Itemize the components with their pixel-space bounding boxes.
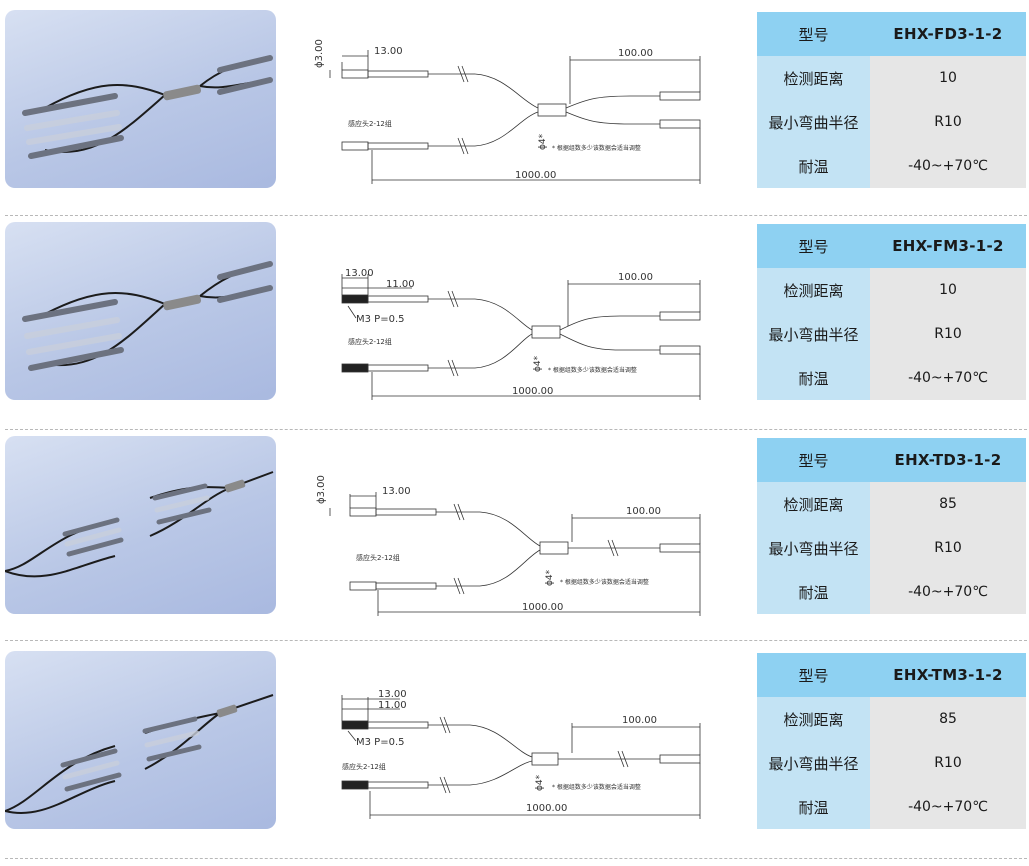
total-length-label: 1000.00: [512, 386, 553, 397]
head-note: 感应头2-12组: [356, 553, 400, 562]
product-photo: [5, 436, 276, 614]
temperature-value: -40~+70℃: [870, 144, 1026, 188]
spec-row-model: 型号 EHX-TM3-1-2: [757, 653, 1026, 697]
head-note: 感应头2-12组: [342, 762, 386, 771]
branch-length-label: 100.00: [622, 715, 657, 726]
thread-label: M3 P=0.5: [356, 737, 404, 748]
product-row-1: ϕ3.00 13.00 100.00 1000.00 感应头2-12组 ϕ4* …: [0, 0, 1029, 214]
spec-row-bend-radius: 最小弯曲半径 R10: [757, 312, 1026, 356]
product-row-3: ϕ3.00 13.00 100.00 1000.00 感应头2-12组 ϕ4* …: [0, 426, 1029, 640]
thread-length-label: 11.00: [386, 279, 415, 290]
model-label: 型号: [757, 653, 870, 697]
spec-row-distance: 检测距离 10: [757, 56, 1026, 100]
model-value: EHX-TD3-1-2: [870, 438, 1026, 482]
branch-length-label: 100.00: [618, 272, 653, 283]
head-length-label: 13.00: [378, 689, 407, 700]
model-value: EHX-FM3-1-2: [870, 224, 1026, 268]
distance-value: 10: [870, 56, 1026, 100]
spec-table: 型号 EHX-TD3-1-2 检测距离 85 最小弯曲半径 R10 耐温 -40…: [757, 438, 1026, 614]
total-length-label: 1000.00: [515, 170, 556, 181]
spec-row-temperature: 耐温 -40~+70℃: [757, 144, 1026, 188]
spec-row-model: 型号 EHX-FD3-1-2: [757, 12, 1026, 56]
drawing-note: * 根据组数多少该数据会适当调整: [552, 783, 641, 791]
temperature-value: -40~+70℃: [870, 785, 1026, 829]
row-separator: [5, 215, 1027, 216]
drawing-note: * 根据组数多少该数据会适当调整: [560, 578, 649, 586]
sleeve-diameter-label: ϕ4*: [538, 133, 548, 150]
distance-value: 10: [870, 268, 1026, 312]
row-separator: [5, 640, 1027, 641]
spec-row-temperature: 耐温 -40~+70℃: [757, 356, 1026, 400]
model-value: EHX-TM3-1-2: [870, 653, 1026, 697]
temperature-value: -40~+70℃: [870, 356, 1026, 400]
spec-row-distance: 检测距离 85: [757, 697, 1026, 741]
head-note: 感应头2-12组: [348, 337, 392, 346]
row-separator: [5, 858, 1027, 859]
spec-table: 型号 EHX-TM3-1-2 检测距离 85 最小弯曲半径 R10 耐温 -40…: [757, 653, 1026, 829]
model-value: EHX-FD3-1-2: [870, 12, 1026, 56]
spec-row-temperature: 耐温 -40~+70℃: [757, 570, 1026, 614]
bend-radius-value: R10: [870, 526, 1026, 570]
temperature-value: -40~+70℃: [870, 570, 1026, 614]
product-photo: [5, 10, 276, 188]
total-length-label: 1000.00: [522, 602, 563, 613]
product-row-4: 13.00 11.00 M3 P=0.5 100.00 1000.00 感应头2…: [0, 641, 1029, 855]
temperature-label: 耐温: [757, 144, 870, 188]
head-length-label: 13.00: [374, 46, 403, 57]
spec-row-model: 型号 EHX-TD3-1-2: [757, 438, 1026, 482]
spec-row-model: 型号 EHX-FM3-1-2: [757, 224, 1026, 268]
spec-row-bend-radius: 最小弯曲半径 R10: [757, 100, 1026, 144]
temperature-label: 耐温: [757, 570, 870, 614]
head-length-label: 13.00: [345, 268, 374, 279]
spec-row-bend-radius: 最小弯曲半径 R10: [757, 526, 1026, 570]
branch-length-label: 100.00: [626, 506, 661, 517]
distance-label: 检测距离: [757, 697, 870, 741]
spec-row-temperature: 耐温 -40~+70℃: [757, 785, 1026, 829]
distance-label: 检测距离: [757, 268, 870, 312]
bend-radius-label: 最小弯曲半径: [757, 741, 870, 785]
row-separator: [5, 429, 1027, 430]
dimension-drawing: ϕ3.00 13.00 100.00 1000.00 感应头2-12组 ϕ4* …: [314, 39, 701, 184]
spec-row-bend-radius: 最小弯曲半径 R10: [757, 741, 1026, 785]
model-label: 型号: [757, 438, 870, 482]
product-photo: [5, 651, 276, 829]
sleeve-diameter-label: ϕ4*: [545, 569, 555, 586]
dimension-drawing: 13.00 11.00 M3 P=0.5 100.00 1000.00 感应头2…: [341, 689, 701, 819]
head-length-label: 13.00: [382, 486, 411, 497]
distance-label: 检测距离: [757, 482, 870, 526]
sleeve-diameter-label: ϕ4*: [535, 774, 545, 791]
thread-label: M3 P=0.5: [356, 314, 404, 325]
distance-label: 检测距离: [757, 56, 870, 100]
model-label: 型号: [757, 224, 870, 268]
diameter-label: ϕ3.00: [314, 39, 325, 68]
temperature-label: 耐温: [757, 785, 870, 829]
bend-radius-label: 最小弯曲半径: [757, 100, 870, 144]
spec-row-distance: 检测距离 85: [757, 482, 1026, 526]
sleeve-diameter-label: ϕ4*: [533, 355, 543, 372]
spec-row-distance: 检测距离 10: [757, 268, 1026, 312]
drawing-note: * 根据组数多少该数据会适当调整: [552, 144, 641, 152]
total-length-label: 1000.00: [526, 803, 567, 814]
product-row-2: 13.00 11.00 M3 P=0.5 100.00 1000.00 感应头2…: [0, 212, 1029, 426]
bend-radius-label: 最小弯曲半径: [757, 526, 870, 570]
spec-table: 型号 EHX-FD3-1-2 检测距离 10 最小弯曲半径 R10 耐温 -40…: [757, 12, 1026, 188]
dimension-drawing: 13.00 11.00 M3 P=0.5 100.00 1000.00 感应头2…: [341, 268, 701, 400]
spec-table: 型号 EHX-FM3-1-2 检测距离 10 最小弯曲半径 R10 耐温 -40…: [757, 224, 1026, 400]
diameter-label: ϕ3.00: [316, 475, 327, 504]
temperature-label: 耐温: [757, 356, 870, 400]
drawing-note: * 根据组数多少该数据会适当调整: [548, 366, 637, 374]
product-photo: [5, 222, 276, 400]
head-note: 感应头2-12组: [348, 119, 392, 128]
branch-length-label: 100.00: [618, 48, 653, 59]
bend-radius-value: R10: [870, 312, 1026, 356]
bend-radius-label: 最小弯曲半径: [757, 312, 870, 356]
model-label: 型号: [757, 12, 870, 56]
dimension-drawing: ϕ3.00 13.00 100.00 1000.00 感应头2-12组 ϕ4* …: [316, 475, 701, 616]
distance-value: 85: [870, 482, 1026, 526]
bend-radius-value: R10: [870, 741, 1026, 785]
thread-length-label: 11.00: [378, 700, 407, 711]
distance-value: 85: [870, 697, 1026, 741]
bend-radius-value: R10: [870, 100, 1026, 144]
